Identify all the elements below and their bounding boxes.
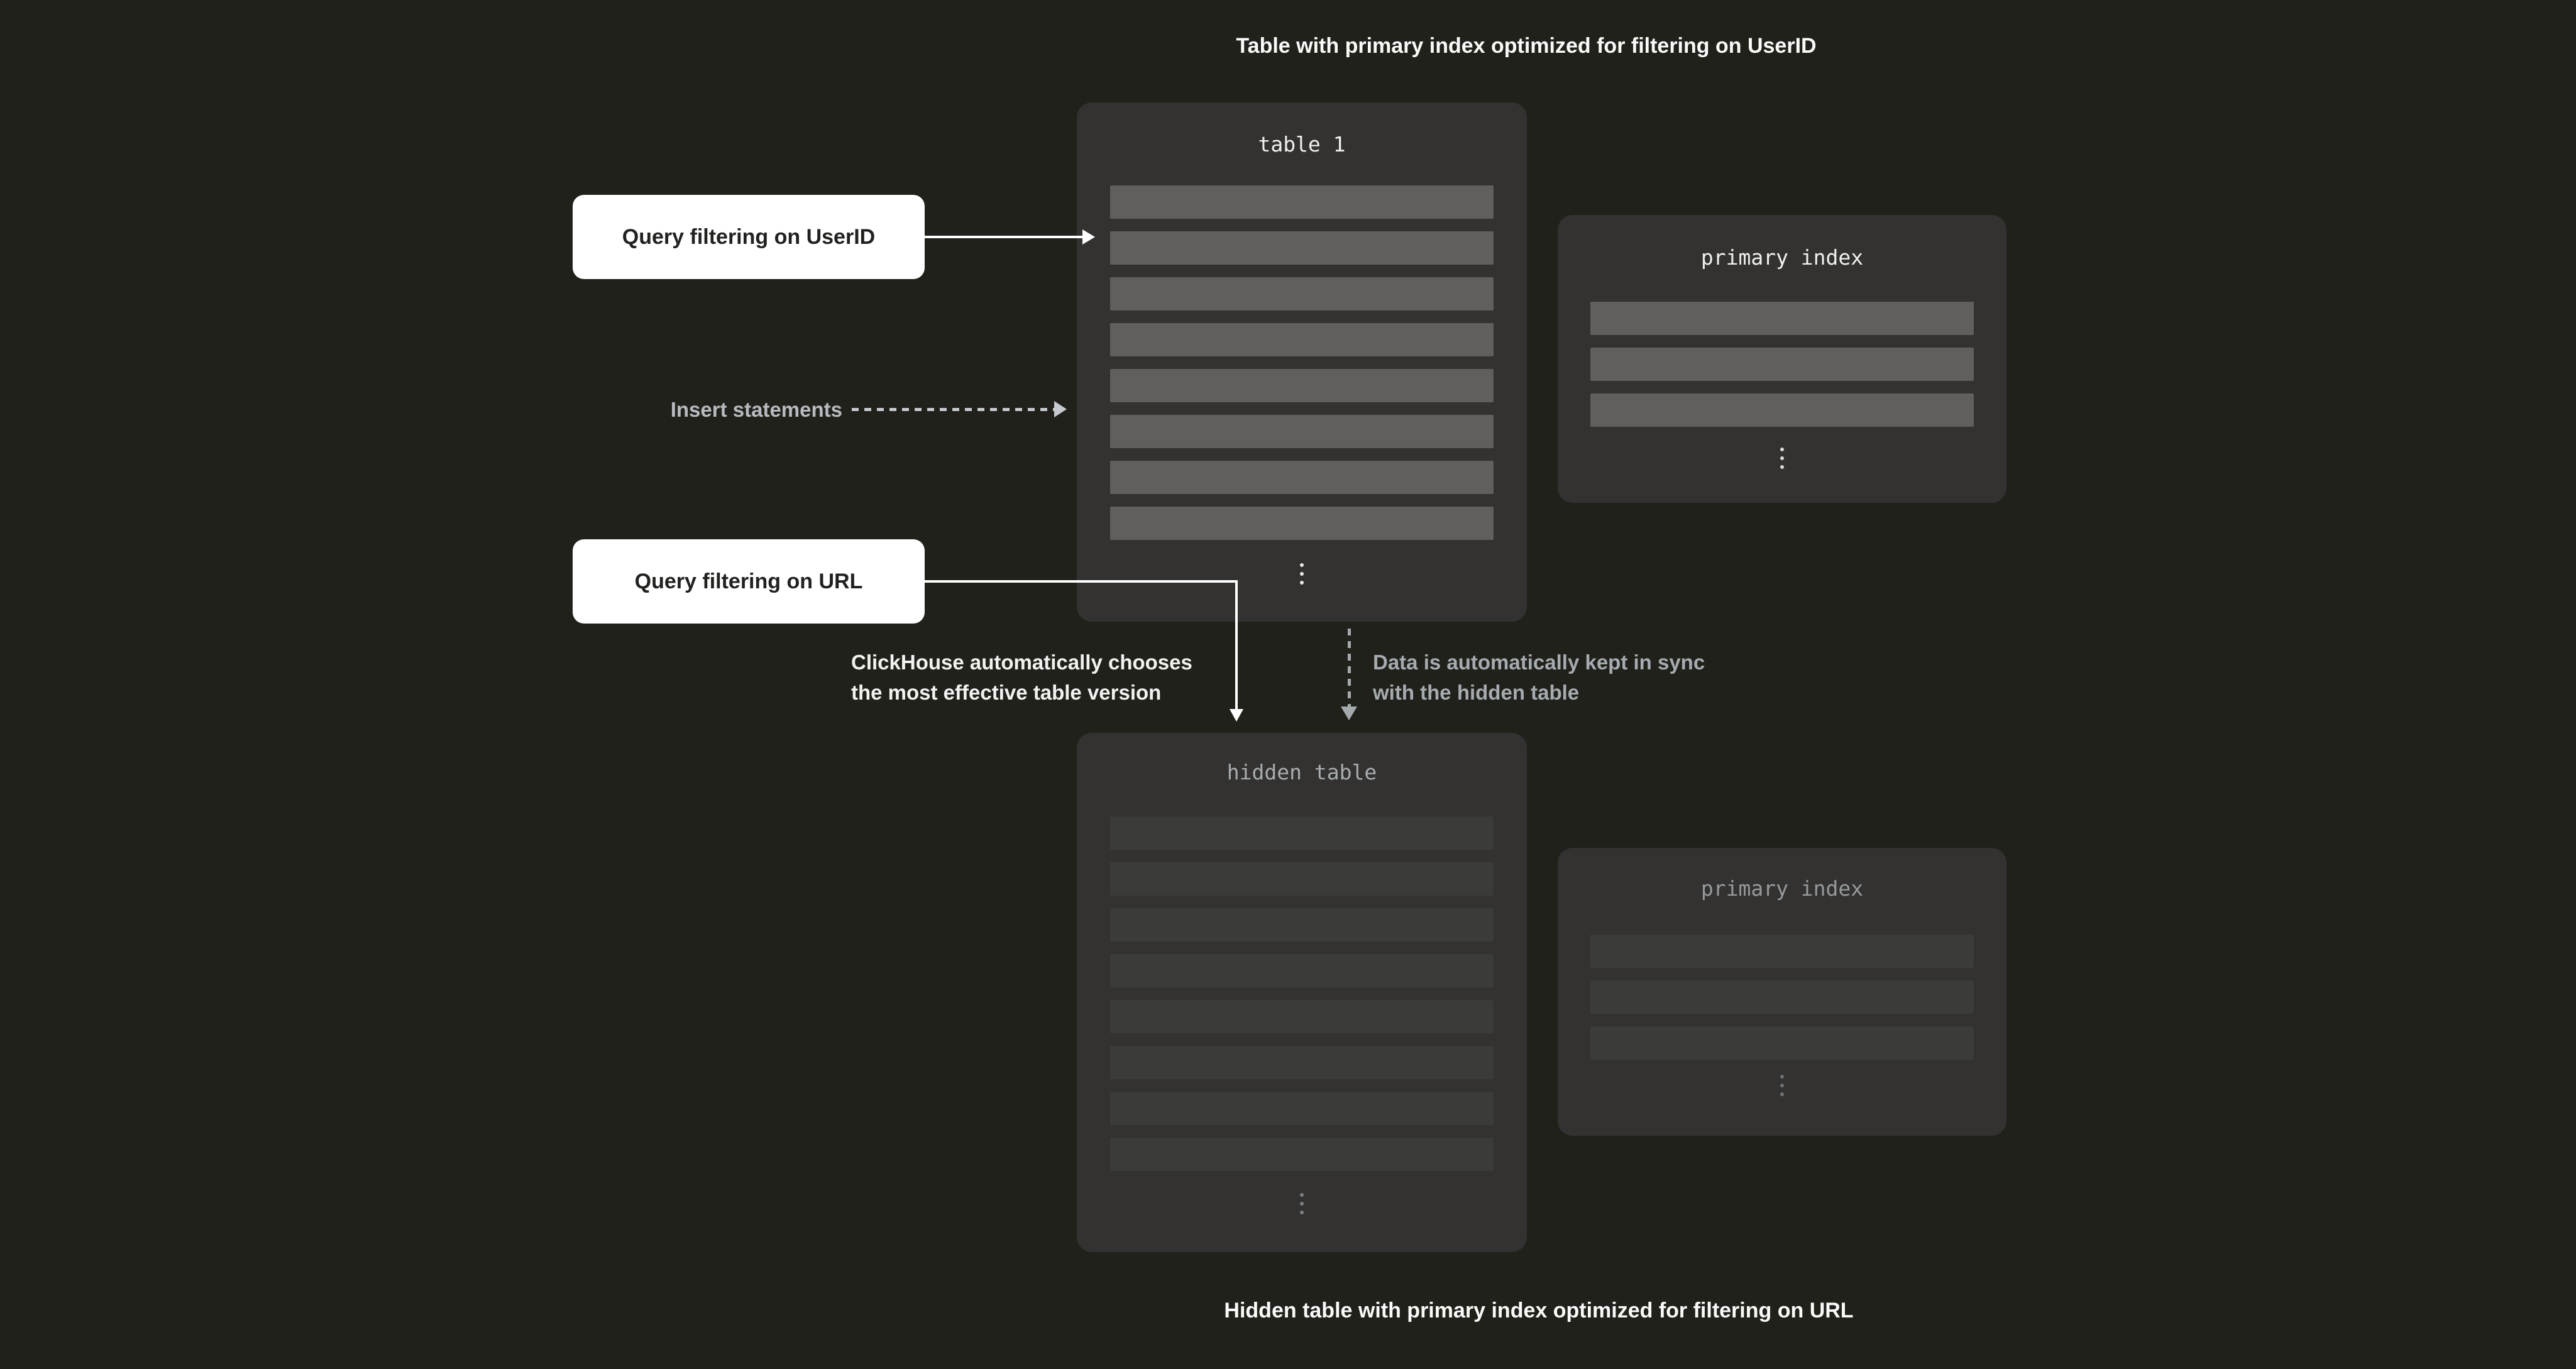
clickhouse-chooses-annotation: ClickHouse automatically chooses the mos…: [851, 647, 1192, 708]
insert-statements-label: Insert statements: [670, 398, 842, 421]
dashed-arrowhead-down-icon: [1341, 706, 1357, 720]
table1-title: table 1: [1258, 132, 1346, 157]
primary-index-top-panel: primary index: [1558, 215, 2006, 503]
clickhouse-chooses-line1: ClickHouse automatically chooses: [851, 651, 1192, 674]
table-row: [1590, 302, 1974, 335]
hidden-table-title: hidden table: [1226, 760, 1377, 784]
table-row: [1110, 1138, 1494, 1171]
primary-index-top-rows: [1590, 302, 1974, 427]
bottom-caption: Hidden table with primary index optimize…: [1224, 1299, 1854, 1322]
primary-index-bottom-title: primary index: [1700, 876, 1864, 901]
vertical-ellipsis-icon: [1780, 1075, 1784, 1096]
table-row: [1110, 862, 1494, 896]
query-userid-card: Query filtering on UserID: [573, 195, 925, 279]
primary-index-top-title: primary index: [1700, 245, 1864, 270]
arrow-right-icon: [925, 236, 1083, 238]
hidden-table-panel: hidden table: [1077, 733, 1527, 1252]
hidden-table-rows: [1110, 816, 1494, 1171]
table-row: [1110, 277, 1494, 311]
table-row: [1110, 1092, 1494, 1125]
table-row: [1110, 185, 1494, 219]
table-row: [1110, 231, 1494, 265]
query-url-label: Query filtering on URL: [634, 569, 863, 593]
table1-rows: [1110, 185, 1494, 540]
table-row: [1110, 323, 1494, 356]
query-url-card: Query filtering on URL: [573, 539, 925, 624]
dashed-arrowhead-right-icon: [1054, 401, 1067, 417]
arrow-elbow-vertical-icon: [1235, 580, 1238, 709]
primary-index-bottom-rows: [1590, 935, 1974, 1060]
dashed-arrow-down-icon: [1348, 629, 1351, 706]
table-row: [1590, 935, 1974, 968]
dashed-arrow-right-icon: [852, 408, 1054, 411]
table-row: [1590, 348, 1974, 381]
table-row: [1590, 393, 1974, 427]
table-row: [1110, 369, 1494, 402]
table-row: [1110, 461, 1494, 494]
table-row: [1110, 415, 1494, 448]
data-sync-annotation: Data is automatically kept in sync with …: [1373, 647, 1705, 708]
vertical-ellipsis-icon: [1300, 1193, 1304, 1214]
table-row: [1590, 1026, 1974, 1060]
table-row: [1110, 1046, 1494, 1079]
arrowhead-right-icon: [1082, 229, 1095, 245]
clickhouse-chooses-line2: the most effective table version: [851, 681, 1162, 704]
arrowhead-down-icon: [1230, 709, 1243, 722]
data-sync-line2: with the hidden table: [1373, 681, 1580, 704]
table-row: [1110, 1000, 1494, 1033]
top-caption: Table with primary index optimized for f…: [1236, 34, 1817, 58]
table1-panel: table 1: [1077, 102, 1527, 622]
table-row: [1110, 816, 1494, 850]
arrow-elbow-horizontal-icon: [925, 580, 1238, 583]
table-row: [1110, 507, 1494, 540]
primary-index-bottom-panel: primary index: [1558, 848, 2006, 1136]
table-row: [1110, 954, 1494, 987]
query-userid-label: Query filtering on UserID: [622, 224, 876, 249]
table-row: [1590, 981, 1974, 1014]
vertical-ellipsis-icon: [1300, 563, 1304, 585]
vertical-ellipsis-icon: [1780, 448, 1784, 469]
table-row: [1110, 908, 1494, 942]
data-sync-line1: Data is automatically kept in sync: [1373, 651, 1705, 674]
